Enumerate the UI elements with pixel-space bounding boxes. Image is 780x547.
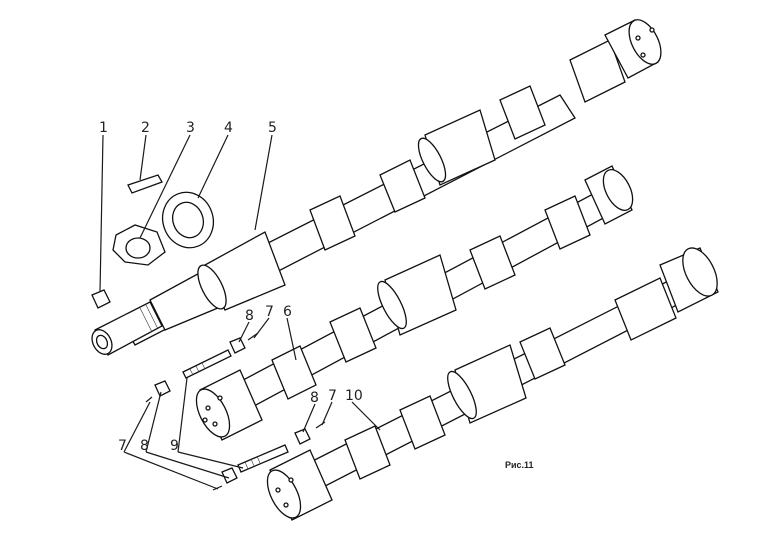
callout-8c: 8 <box>140 438 149 454</box>
callout-1: 1 <box>99 120 108 136</box>
camshaft-upper <box>91 19 662 356</box>
callout-10: 10 <box>345 388 363 404</box>
part-9-bolt-lower <box>237 444 289 473</box>
part-3-nut <box>112 224 166 266</box>
callout-7b: 7 <box>328 388 337 404</box>
callout-6: 6 <box>283 304 292 320</box>
part-4-washer <box>161 191 215 249</box>
callout-8: 8 <box>245 308 254 324</box>
callout-2: 2 <box>141 120 150 136</box>
part-2-key <box>127 174 163 194</box>
callout-7c: 7 <box>118 438 127 454</box>
callout-9: 9 <box>170 438 179 454</box>
callout-4: 4 <box>224 120 233 136</box>
part-8-nuts <box>154 337 311 484</box>
part-1-plug <box>91 289 111 309</box>
leader-lines <box>99 134 381 490</box>
callout-5: 5 <box>268 120 277 136</box>
callout-8b: 8 <box>310 390 319 406</box>
camshaft-lower <box>266 247 719 521</box>
callout-numbers: 1 2 3 4 5 6 7 8 9 10 7 8 7 8 <box>99 120 363 454</box>
figure-caption: Рис.11 <box>505 460 534 470</box>
part-9-bolt-upper <box>182 349 232 379</box>
callout-3: 3 <box>186 120 195 136</box>
callout-7: 7 <box>265 304 274 320</box>
camshaft-middle <box>195 165 634 441</box>
